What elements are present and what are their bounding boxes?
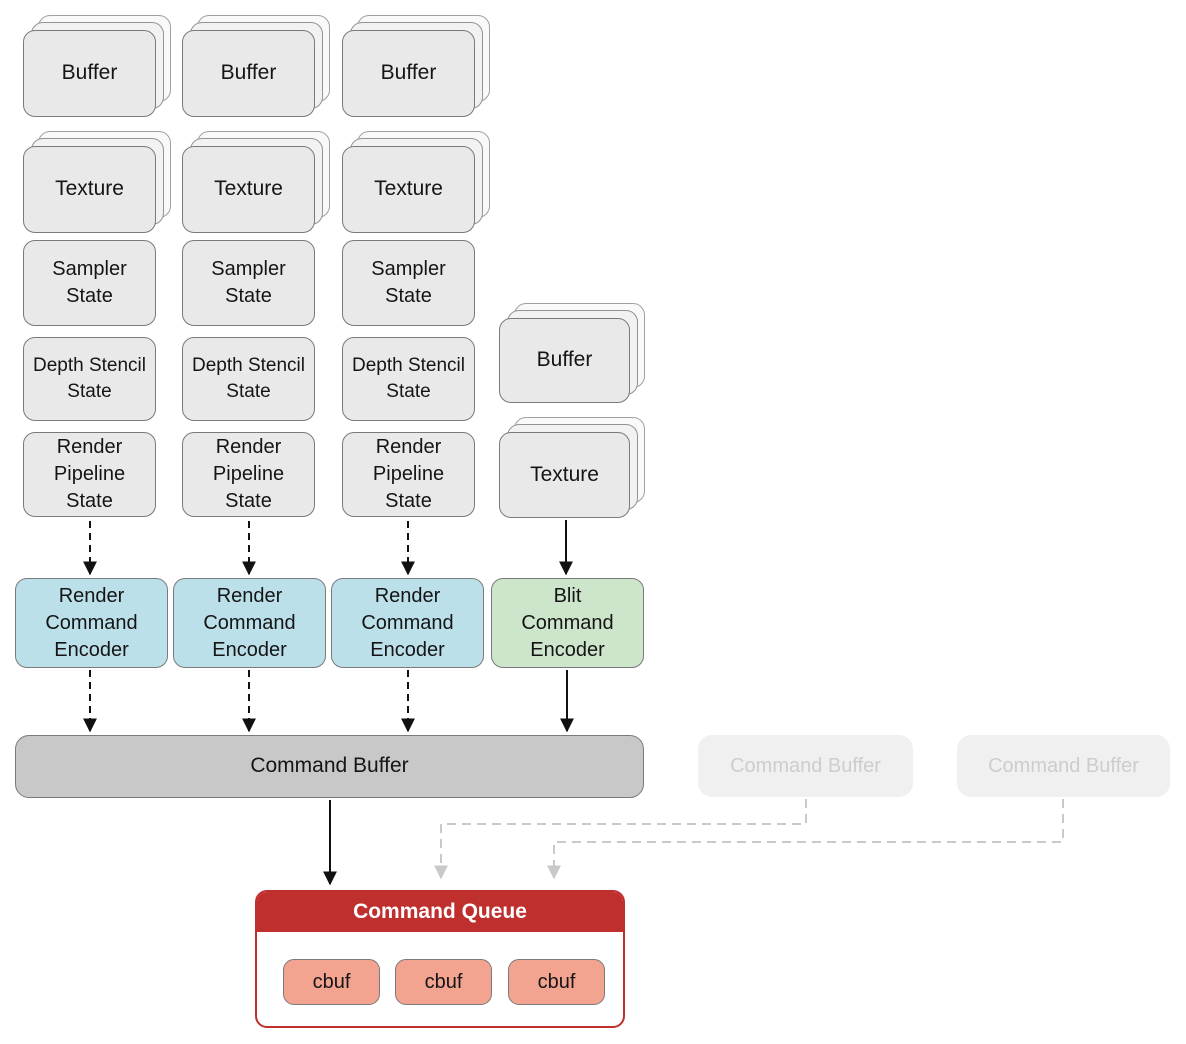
command-queue-header: Command Queue bbox=[257, 892, 623, 932]
buffer-label: Buffer bbox=[61, 61, 118, 85]
command-queue-title: Command Queue bbox=[353, 899, 527, 923]
cbuf-item-2: cbuf bbox=[395, 959, 492, 1005]
buffer-stack-col1: Buffer bbox=[23, 15, 171, 117]
render-pipeline-state-label: Render Pipeline State bbox=[372, 436, 445, 512]
cbuf-label: cbuf bbox=[424, 970, 463, 993]
render-pipeline-state-box-col3: Render Pipeline State bbox=[342, 432, 475, 517]
sampler-state-box-col2: Sampler State bbox=[182, 240, 315, 326]
command-buffer-inactive-2: Command Buffer bbox=[957, 735, 1170, 797]
texture-label: Texture bbox=[55, 177, 124, 201]
arrow-inactive-buffer2-to-queue bbox=[547, 799, 1064, 880]
cbuf-label: cbuf bbox=[537, 970, 576, 993]
render-pipeline-state-label: Render Pipeline State bbox=[212, 436, 285, 512]
buffer-label: Buffer bbox=[536, 348, 593, 372]
command-buffer-active: Command Buffer bbox=[15, 735, 644, 798]
buffer-stack-col2: Buffer bbox=[182, 15, 330, 117]
command-queue: Command Queue cbuf cbuf cbuf bbox=[255, 890, 625, 1028]
sampler-state-box-col1: Sampler State bbox=[23, 240, 156, 326]
render-pipeline-state-box-col1: Render Pipeline State bbox=[23, 432, 156, 517]
texture-stack-col1: Texture bbox=[23, 131, 171, 233]
sampler-state-label: Sampler State bbox=[211, 258, 286, 307]
sampler-state-label: Sampler State bbox=[52, 258, 127, 307]
command-buffer-inactive-1: Command Buffer bbox=[698, 735, 913, 797]
texture-label: Texture bbox=[214, 177, 283, 201]
texture-stack-col2: Texture bbox=[182, 131, 330, 233]
sampler-state-label: Sampler State bbox=[371, 258, 446, 307]
buffer-box: Buffer bbox=[23, 30, 156, 117]
depth-stencil-state-label: Depth Stencil State bbox=[32, 355, 146, 402]
render-command-encoder-2: Render Command Encoder bbox=[173, 578, 326, 668]
texture-box: Texture bbox=[499, 432, 630, 518]
buffer-box: Buffer bbox=[342, 30, 475, 117]
texture-box: Texture bbox=[182, 146, 315, 233]
depth-stencil-state-box-col3: Depth Stencil State bbox=[342, 337, 475, 421]
depth-stencil-state-label: Depth Stencil State bbox=[191, 355, 305, 402]
depth-stencil-state-box-col1: Depth Stencil State bbox=[23, 337, 156, 421]
blit-command-encoder-label: Blit Command Encoder bbox=[521, 584, 614, 661]
render-command-encoder-label: Render Command Encoder bbox=[203, 584, 296, 661]
blit-command-encoder: Blit Command Encoder bbox=[491, 578, 644, 668]
render-command-encoder-3: Render Command Encoder bbox=[331, 578, 484, 668]
texture-stack-blit: Texture bbox=[499, 417, 645, 518]
command-buffer-label: Command Buffer bbox=[988, 754, 1139, 777]
depth-stencil-state-label: Depth Stencil State bbox=[351, 355, 465, 402]
render-command-encoder-label: Render Command Encoder bbox=[361, 584, 454, 661]
texture-label: Texture bbox=[374, 177, 443, 201]
texture-label: Texture bbox=[530, 462, 599, 486]
render-pipeline-state-label: Render Pipeline State bbox=[53, 436, 126, 512]
sampler-state-box-col3: Sampler State bbox=[342, 240, 475, 326]
buffer-stack-blit: Buffer bbox=[499, 303, 645, 403]
command-buffer-label: Command Buffer bbox=[250, 754, 409, 778]
render-command-encoder-label: Render Command Encoder bbox=[45, 584, 138, 661]
buffer-stack-col3: Buffer bbox=[342, 15, 490, 117]
command-buffer-label: Command Buffer bbox=[730, 754, 881, 777]
cbuf-item-1: cbuf bbox=[283, 959, 380, 1005]
texture-box: Texture bbox=[23, 146, 156, 233]
buffer-box: Buffer bbox=[499, 318, 630, 403]
arrow-inactive-buffer1-to-queue bbox=[434, 799, 807, 880]
texture-box: Texture bbox=[342, 146, 475, 233]
render-pipeline-state-box-col2: Render Pipeline State bbox=[182, 432, 315, 517]
cbuf-label: cbuf bbox=[312, 970, 351, 993]
buffer-box: Buffer bbox=[182, 30, 315, 117]
render-command-encoder-1: Render Command Encoder bbox=[15, 578, 168, 668]
buffer-label: Buffer bbox=[220, 61, 277, 85]
depth-stencil-state-box-col2: Depth Stencil State bbox=[182, 337, 315, 421]
cbuf-item-3: cbuf bbox=[508, 959, 605, 1005]
buffer-label: Buffer bbox=[380, 61, 437, 85]
texture-stack-col3: Texture bbox=[342, 131, 490, 233]
